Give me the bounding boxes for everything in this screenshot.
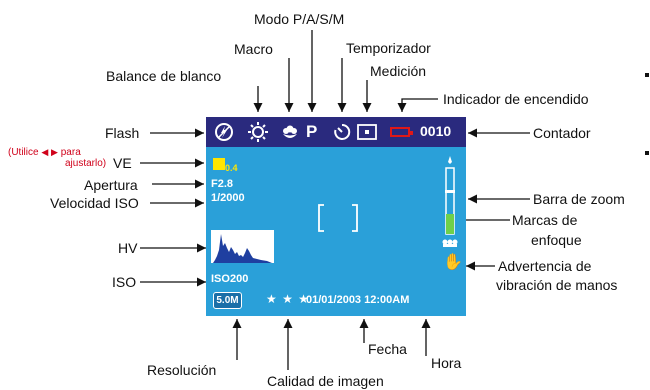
right-arrow-icon: ▶ [51,147,58,157]
resolution-badge: 5.0M [213,292,242,309]
label-iso: ISO [112,274,137,290]
label-contador: Contador [533,125,591,141]
histogram-graph [213,234,272,263]
label-advertencia-2: vibración de manos [496,277,618,293]
label-ve: VE [113,155,132,171]
note-pre: (Utilice [8,147,39,158]
label-hora: Hora [431,355,462,371]
label-velocidad: Velocidad ISO [50,195,139,211]
label-marcas-2: enfoque [531,232,582,248]
label-marcas-1: Marcas de [512,212,578,228]
adjust-note: (Utilice ◀ ▶ para [8,146,81,159]
zoom-bar [442,156,458,247]
hand-shake-icon: ✋ [443,254,463,271]
note-post: para [60,147,81,158]
label-zoom: Barra de zoom [533,191,625,207]
label-resolucion: Resolución [147,362,217,378]
shutter-value: 1/2000 [211,192,245,204]
label-hv: HV [118,240,138,256]
macro-flower-icon [283,125,297,138]
metering-icon [357,124,377,140]
edge-mark-2 [645,151,649,155]
label-balance: Balance de blanco [106,68,222,84]
datetime-readout: 01/01/2003 12:00AM [306,294,410,306]
label-fecha: Fecha [368,341,407,357]
line-encendido [397,98,438,112]
label-encendido: Indicador de encendido [443,91,589,107]
label-temporizador: Temporizador [346,40,431,56]
left-arrow-icon: ◀ [41,147,49,157]
quality-stars: ★ ★ ★ [266,292,310,306]
self-timer-icon [334,123,351,140]
label-modo: Modo P/A/S/M [254,11,345,27]
ev-value: 0.4 [225,163,238,173]
flash-off-icon [215,123,233,141]
adjust-note-line2: ajustarlo) [65,158,107,169]
mode-p-icon: P [306,122,318,141]
ev-badge-icon [213,158,225,170]
iso-prefix: ISO [211,273,230,285]
label-calidad: Calidad de imagen [267,373,384,389]
label-advertencia-1: Advertencia de [498,258,592,274]
shot-counter: 0010 [420,123,452,139]
aperture-value: F2.8 [211,178,234,190]
iso-value: 200 [229,273,249,285]
label-apertura: Apertura [84,177,138,193]
lcd-screen [206,117,466,316]
label-medicion: Medición [370,63,427,79]
battery-icon [390,127,413,137]
focus-marks [318,204,358,232]
histogram [211,230,274,263]
edge-mark-1 [645,73,649,77]
label-macro: Macro [234,41,273,57]
iso-readout: ISO200 [211,273,248,285]
sun-icon [248,122,268,142]
label-flash: Flash [105,125,140,141]
